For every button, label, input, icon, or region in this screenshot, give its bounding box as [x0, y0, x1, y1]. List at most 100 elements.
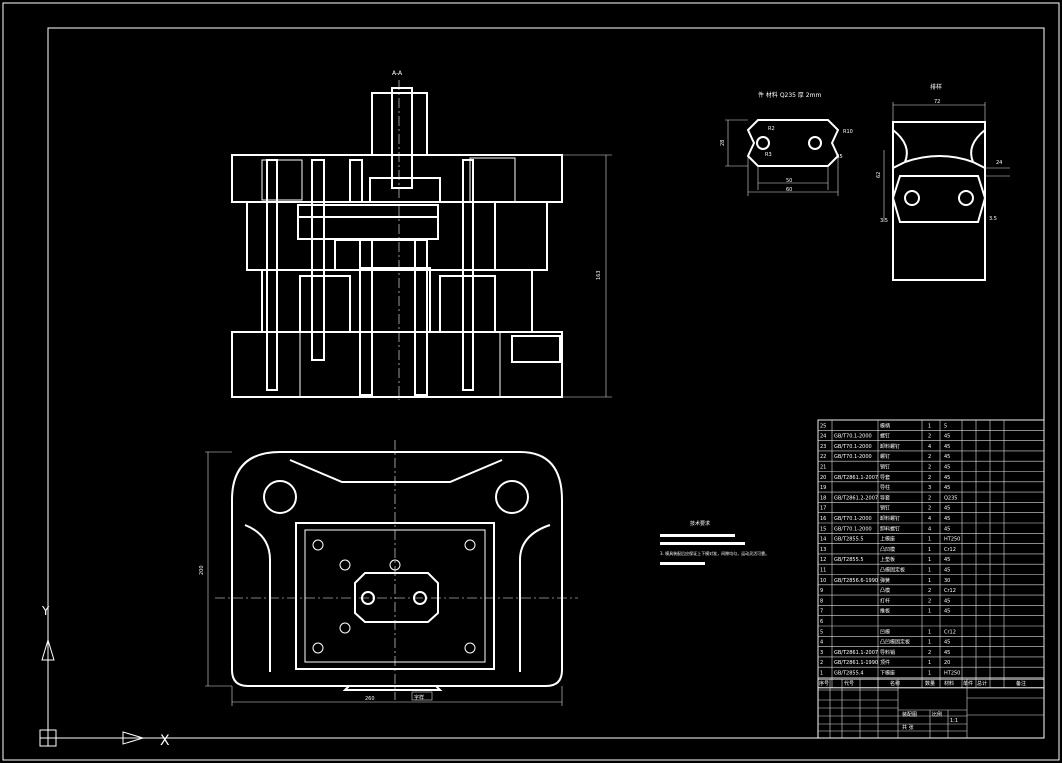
bom-qty: 2 [928, 506, 931, 512]
bom-material: HT250 [944, 671, 960, 677]
bom-qty: 2 [928, 434, 931, 440]
bom-name: 凸模 [880, 587, 890, 594]
ucs-y-label: Y [41, 604, 50, 618]
bom-no: 5 [820, 629, 823, 635]
part-dim-w2: 60 [786, 187, 792, 193]
bom-no: 14 [820, 537, 826, 543]
bom-name: 导套 [880, 474, 890, 481]
drawing-name: 装配图 [902, 711, 917, 718]
bom-no: 24 [820, 434, 826, 440]
bom-qty: 1 [928, 568, 931, 574]
bom-name: 下模座 [880, 670, 895, 677]
bom-name: 凹模 [880, 628, 890, 635]
bom-header-qty: 数量 [925, 680, 935, 687]
bom-code: GB/T2855.5 [834, 537, 864, 543]
bom-name: 销钉 [880, 505, 890, 512]
bottom-label: 字样 [414, 694, 424, 701]
bom-no: 15 [820, 526, 826, 532]
bom-material: Cr12 [944, 629, 956, 635]
layout-dim-s2: 3.5 [989, 216, 997, 222]
bom-material: Cr12 [944, 547, 956, 553]
bom-name: 导套 [880, 494, 890, 501]
bom-no: 10 [820, 578, 826, 584]
ucs-x-label: X [160, 733, 170, 749]
tech-note-3: 3. 模具装配后应保证上下模对准，间隙均匀，运动灵活可靠。 [660, 550, 769, 556]
ucs-icon: Y X [39, 604, 170, 749]
bom-name: 凸凹模固定板 [880, 639, 910, 646]
bom-code: GB/T70.1-2000 [834, 516, 872, 522]
bom-material: 45 [944, 454, 950, 460]
bom-no: 18 [820, 495, 826, 501]
bom-qty: 3 [928, 485, 931, 491]
bom-material: 45 [944, 475, 950, 481]
bom-qty: 1 [928, 629, 931, 635]
bom-no: 9 [820, 588, 823, 594]
bom-no: 21 [820, 465, 826, 471]
bom-no: 3 [820, 650, 823, 656]
plan-view: 200 260 字样 [199, 440, 578, 706]
bom-code: GB/T2861.1-1990 [834, 660, 878, 666]
bom-material: 45 [944, 485, 950, 491]
part-dim-r1: R2 [768, 126, 775, 132]
bom-name: 打杆 [880, 597, 890, 604]
bom-no: 1 [820, 671, 823, 677]
bom-material: 45 [944, 506, 950, 512]
tech-notes: 技术要求 3. 模具装配后应保证上下模对准，间隙均匀，运动灵活可靠。 [660, 520, 769, 565]
sheet-label: 共 张 [902, 724, 914, 731]
bom-qty: 4 [928, 444, 931, 450]
bom-name: 模柄 [880, 422, 890, 429]
bom-no: 22 [820, 454, 826, 460]
bom-qty: 2 [928, 454, 931, 460]
bom-qty: 2 [928, 465, 931, 471]
bom-qty: 1 [928, 640, 931, 646]
scale-label: 比例 [932, 711, 942, 718]
bom-material: HT250 [944, 537, 960, 543]
bom-name: 推板 [880, 608, 890, 615]
bom-code: GB/T2861.1-2007 [834, 475, 878, 481]
part-dim-r2: R3 [765, 152, 772, 158]
bom-code: GB/T2855.4 [834, 671, 864, 677]
bom-header-unit: 单件 [963, 680, 973, 687]
bom-no: 20 [820, 475, 826, 481]
bom-code: GB/T2861.1-2007 [834, 650, 878, 656]
part-dim-r3: R10 [843, 129, 853, 135]
bom-material: 45 [944, 598, 950, 604]
bom-material: Q235 [944, 495, 957, 501]
bom-material: 45 [944, 568, 950, 574]
bom-name: 卸料螺钉 [880, 525, 900, 532]
bom-qty: 1 [928, 537, 931, 543]
bom-qty: 4 [928, 526, 931, 532]
bom-name: 顶件 [880, 659, 890, 666]
tech-notes-title: 技术要求 [690, 520, 710, 527]
bom-qty: 2 [928, 475, 931, 481]
bom-code: GB/T70.1-2000 [834, 454, 872, 460]
bom-material: 45 [944, 640, 950, 646]
layout-view: 排样 72 24 3.5 3.5 62 [876, 83, 1010, 281]
section-label: A-A [392, 70, 403, 77]
bom-material: 45 [944, 434, 950, 440]
bom-material: 45 [944, 444, 950, 450]
bottom-dim: 260 [365, 696, 375, 702]
bom-material: 45 [944, 650, 950, 656]
part-view-label: 件 材料 Q235 厚 2mm [758, 91, 821, 99]
bom-no: 17 [820, 506, 826, 512]
bom-qty: 1 [928, 671, 931, 677]
bom-code: GB/T70.1-2000 [834, 434, 872, 440]
bom-qty: 1 [928, 423, 931, 429]
bom-name: 销钉 [880, 464, 890, 471]
bom-name: 卸料螺钉 [880, 443, 900, 450]
bom-no: 8 [820, 598, 823, 604]
bom-no: 25 [820, 423, 826, 429]
bom-material: 45 [944, 516, 950, 522]
part-dim-r4: R5 [836, 154, 843, 160]
bom-name: 凸凹模 [880, 546, 895, 553]
bom-code: GB/T70.1-2000 [834, 526, 872, 532]
bom-header-name: 名称 [890, 680, 900, 687]
bom-qty: 1 [928, 609, 931, 615]
bom-no: 13 [820, 547, 826, 553]
main-height-dim: 163 [596, 270, 602, 280]
bom-qty: 2 [928, 495, 931, 501]
bom-qty: 1 [928, 557, 931, 563]
